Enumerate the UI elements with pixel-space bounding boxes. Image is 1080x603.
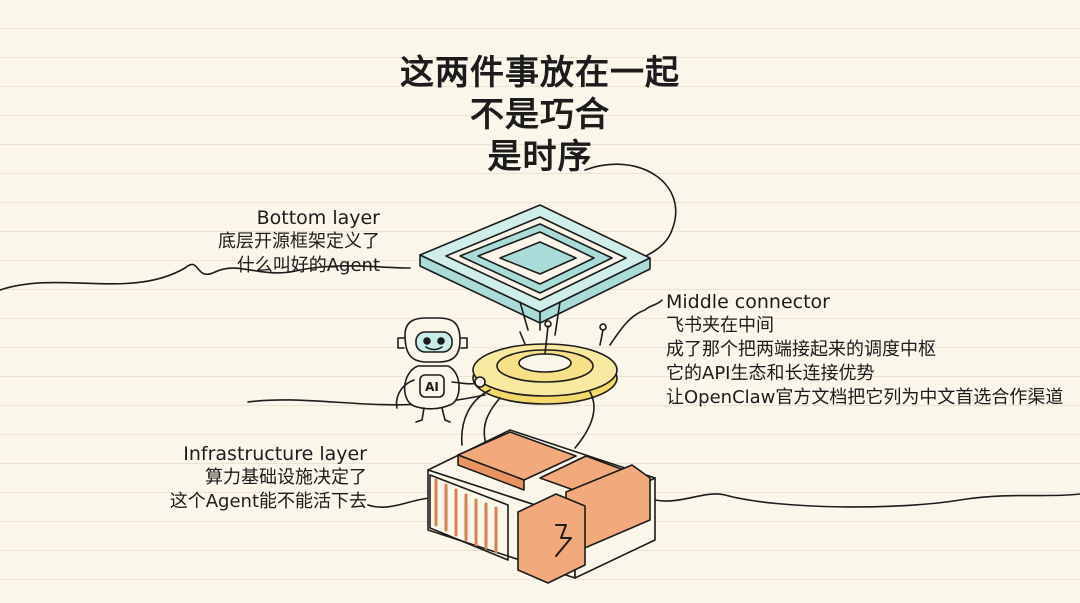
middle-connector-line-2: 成了那个把两端接起来的调度中枢 xyxy=(666,339,936,360)
ai-robot xyxy=(395,317,486,423)
connector-line-bottom-left xyxy=(0,263,411,291)
title-line-3: 是时序 xyxy=(487,137,593,177)
middle-connector-line-4: 让OpenClaw官方文档把它列为中文首选合作渠道 xyxy=(666,387,1064,408)
infrastructure-block xyxy=(427,429,656,584)
infrastructure-layer-line-1: 算力基础设施决定了 xyxy=(205,467,367,488)
connector-line-infra-left xyxy=(247,394,486,406)
middle-connector-line-3: 它的API生态和长连接优势 xyxy=(666,363,875,384)
infrastructure-layer-line-2: 这个Agent能不能活下去 xyxy=(169,491,367,512)
title-line-2: 不是巧合 xyxy=(470,95,610,135)
page-title: 这两件事放在一起 不是巧合 是时序 xyxy=(340,52,740,178)
title-line-1: 这两件事放在一起 xyxy=(400,53,680,93)
connector-line-middle xyxy=(609,299,663,346)
bottom-layer-line-2: 什么叫好的Agent xyxy=(236,255,380,276)
middle-connector-hub xyxy=(460,320,618,451)
connector-line-infra-label xyxy=(367,497,431,508)
infrastructure-layer-label: Infrastructure layer 算力基础设施决定了 这个Agent能不… xyxy=(170,442,367,514)
middle-connector-heading: Middle connector xyxy=(666,291,830,313)
bottom-layer-heading: Bottom layer xyxy=(256,207,380,229)
bottom-layer-platform xyxy=(419,204,651,336)
middle-connector-line-1: 飞书夹在中间 xyxy=(666,315,774,336)
infrastructure-layer-heading: Infrastructure layer xyxy=(183,443,367,465)
middle-connector-label: Middle connector 飞书夹在中间 成了那个把两端接起来的调度中枢 … xyxy=(666,290,1063,410)
bottom-layer-label: Bottom layer 底层开源框架定义了 什么叫好的Agent xyxy=(218,206,380,278)
bottom-layer-line-1: 底层开源框架定义了 xyxy=(218,231,380,252)
connector-line-right xyxy=(654,493,1080,508)
